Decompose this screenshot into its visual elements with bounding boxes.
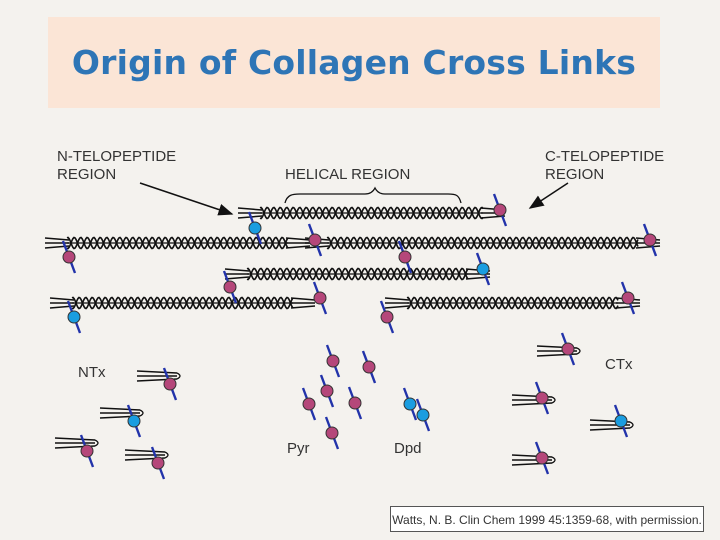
pyr-crosslink — [642, 223, 658, 257]
dpd-crosslink — [66, 300, 82, 334]
crosslink-fragments — [54, 332, 634, 480]
dpd-crosslink — [126, 404, 142, 438]
page-title: Origin of Collagen Cross Links — [71, 43, 637, 82]
dpd-crosslink — [613, 404, 629, 438]
pyr-crosslink — [312, 281, 328, 315]
dpd-crosslink — [247, 211, 263, 245]
triple-helix — [304, 236, 661, 250]
pyr-crosslink — [347, 386, 363, 420]
triple-helix — [237, 206, 506, 220]
ntx-label: NTx — [78, 364, 106, 381]
c-telopeptide-label: C-TELOPEPTIDE REGION — [545, 148, 665, 183]
helical-brace — [284, 186, 462, 204]
pyr-crosslink — [222, 270, 238, 304]
n-telopeptide-label: N-TELOPEPTIDE REGION — [57, 148, 177, 183]
collagen-fibrils — [44, 193, 661, 334]
pyr-crosslink — [324, 416, 340, 450]
ctx-label: CTx — [605, 356, 633, 373]
pyr-crosslink — [620, 281, 636, 315]
pyr-crosslink — [61, 240, 77, 274]
pyr-crosslink — [397, 240, 413, 274]
pyr-crosslink — [492, 193, 508, 227]
dpd-crosslink — [415, 398, 431, 432]
pyr-crosslink — [534, 441, 550, 475]
pyr-crosslink — [534, 381, 550, 415]
telopeptide-fragment — [511, 454, 556, 466]
pyr-crosslink — [325, 344, 341, 378]
triple-helix — [384, 296, 641, 310]
pyr-crosslink — [162, 367, 178, 401]
pyr-crosslink — [150, 446, 166, 480]
dpd-crosslink — [402, 387, 418, 421]
pyr-crosslink — [319, 374, 335, 408]
helical-region-label: HELICAL REGION — [285, 166, 411, 183]
triple-helix — [44, 236, 311, 250]
pyr-crosslink — [301, 387, 317, 421]
pyr-crosslink — [79, 434, 95, 468]
telopeptide-fragment — [511, 394, 556, 406]
n-telopeptide-arrow — [139, 182, 234, 216]
c-telopeptide-arrow — [528, 182, 569, 209]
dpd-label: Dpd — [394, 440, 422, 457]
triple-helix — [49, 296, 316, 310]
dpd-crosslink — [475, 252, 491, 286]
pyr-label: Pyr — [287, 440, 310, 457]
pyr-crosslink — [379, 300, 395, 334]
pyr-crosslink — [307, 223, 323, 257]
title-banner: Origin of Collagen Cross Links — [48, 17, 660, 108]
triple-helix — [224, 267, 491, 281]
citation-box: Watts, N. B. Clin Chem 1999 45:1359-68, … — [390, 506, 704, 532]
pyr-crosslink — [361, 350, 377, 384]
pyr-crosslink — [560, 332, 576, 366]
